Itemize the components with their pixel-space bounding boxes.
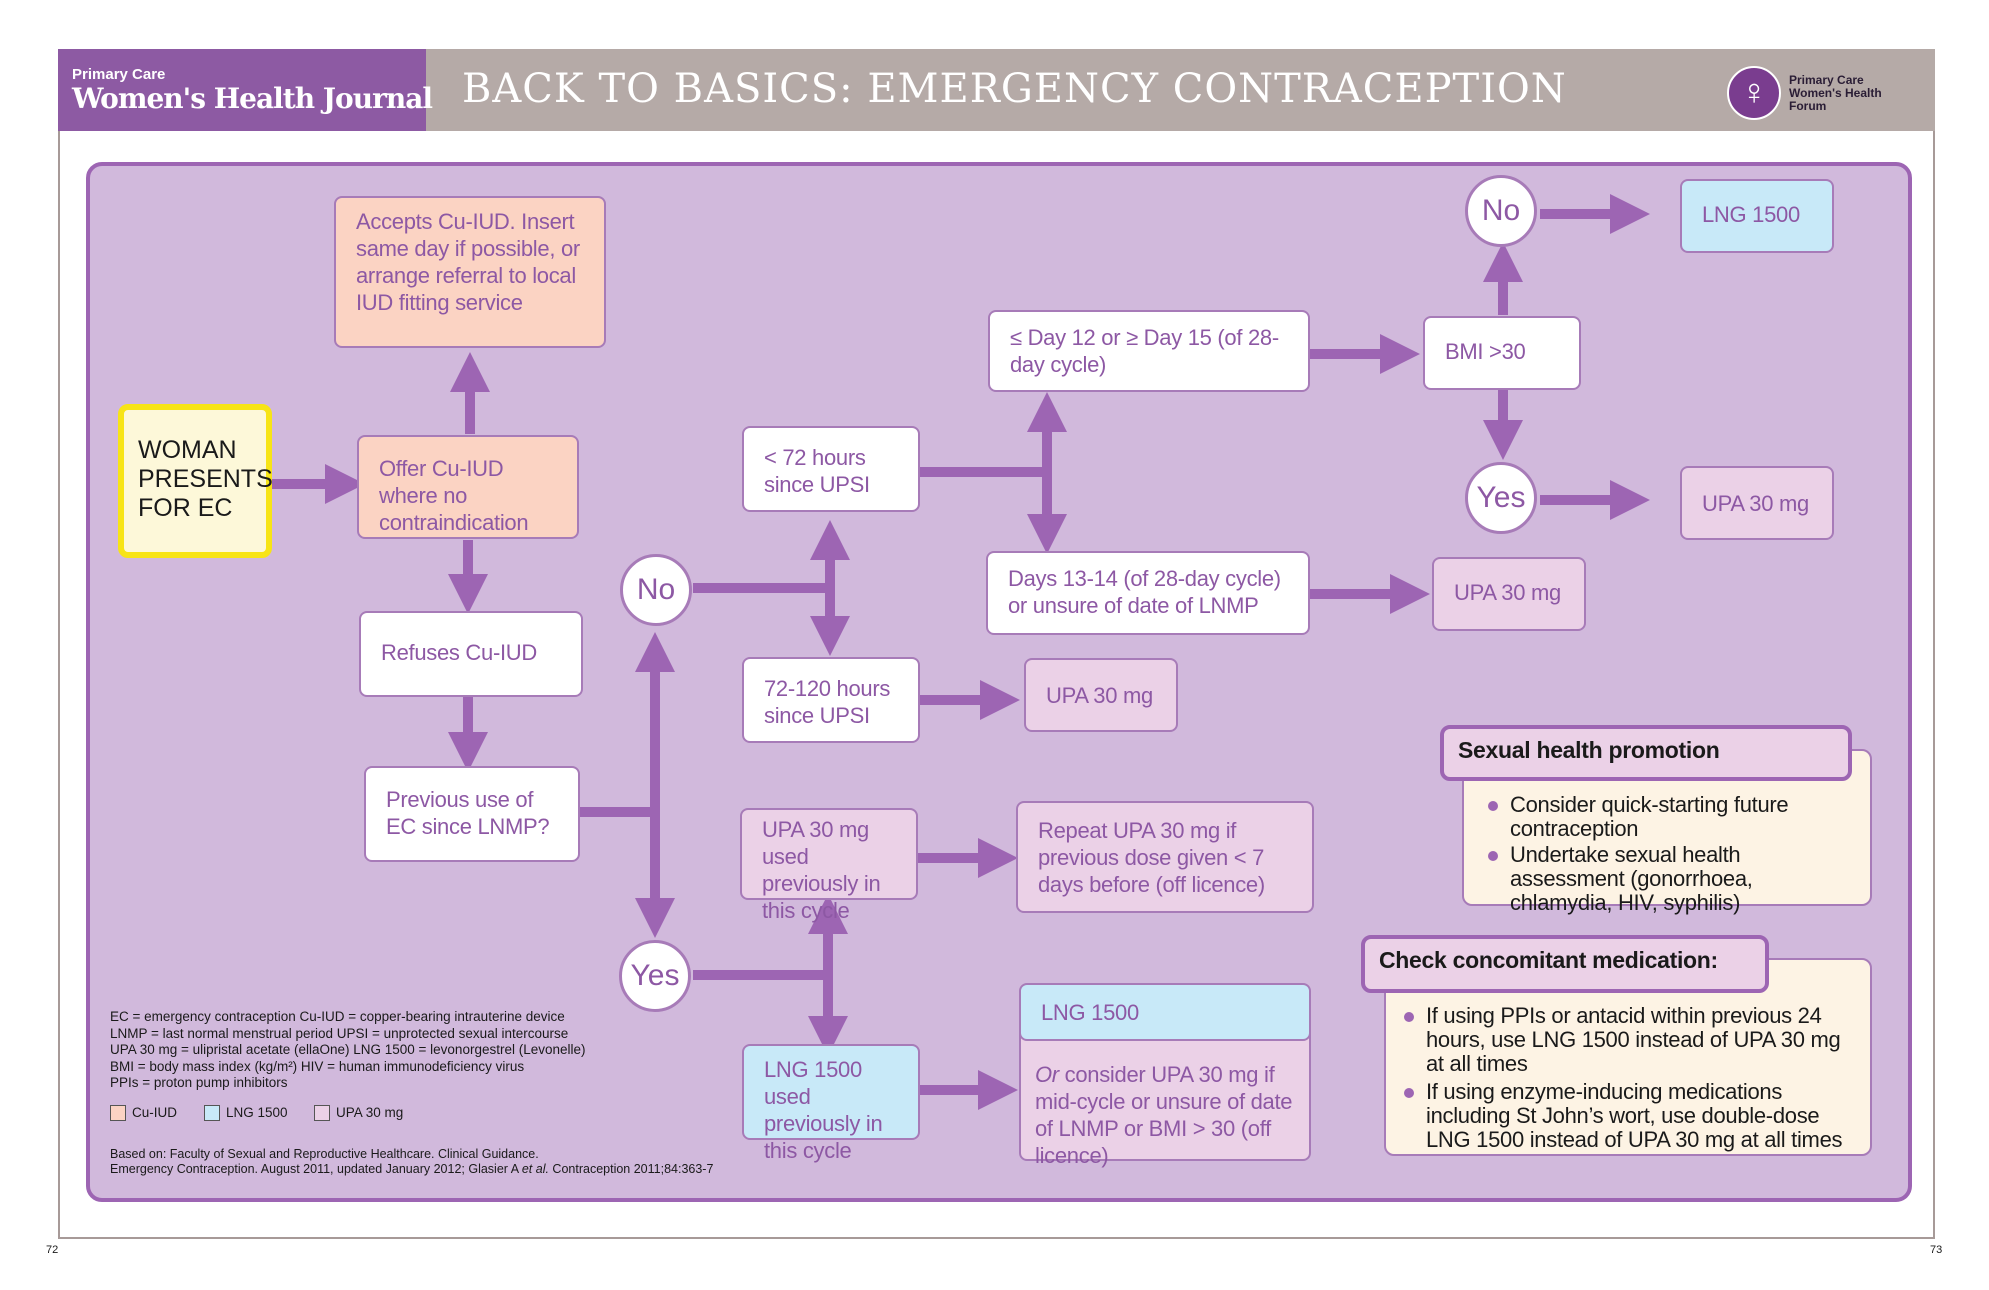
- legend-line: LNMP = last normal menstrual period UPSI…: [110, 1025, 569, 1041]
- legend-line: EC = emergency contraception Cu-IUD = co…: [110, 1009, 565, 1024]
- decision-yes: Yes: [619, 940, 691, 1012]
- days13-14-box: Days 13-14 (of 28-day cycle) or unsure o…: [986, 551, 1310, 635]
- bmi-decision-no: No: [1465, 175, 1537, 247]
- refuses-cu-iud-box: Refuses Cu-IUD: [359, 611, 583, 697]
- swatch-upa: [314, 1105, 330, 1122]
- start-woman-presents: WOMAN PRESENTS FOR EC: [118, 404, 273, 558]
- source-line-1: Based on: Faculty of Sexual and Reproduc…: [110, 1147, 539, 1161]
- key-cu-iud-label: Cu-IUD: [132, 1105, 178, 1120]
- lt72-hours-box: < 72 hours since UPSI: [742, 426, 920, 512]
- brand-small: Primary Care: [72, 66, 166, 83]
- journal-logo: Women's Health Journal: [72, 82, 433, 115]
- upa-result-days13-14: UPA 30 mg: [1432, 557, 1586, 631]
- swatch-cu-iud: [110, 1105, 126, 1122]
- key-cu-iud: Cu-IUD: [110, 1104, 177, 1122]
- page-number-left: 72: [46, 1244, 59, 1256]
- source-et-al: et al.: [521, 1162, 549, 1176]
- upa-result-bmi-yes: UPA 30 mg: [1680, 466, 1834, 540]
- key-upa-label: UPA 30 mg: [336, 1105, 404, 1120]
- female-symbol-icon: ♀: [1727, 66, 1781, 120]
- source-citation: Based on: Faculty of Sexual and Reproduc…: [110, 1147, 713, 1177]
- day12-day15-box: ≤ Day 12 or ≥ Day 15 (of 28-day cycle): [988, 310, 1310, 392]
- source-journal: Contraception 2011;84:363-7: [548, 1162, 714, 1176]
- legend-line: PPIs = proton pump inhibitors: [110, 1075, 288, 1090]
- source-line-2: Emergency Contraception. August 2011, up…: [110, 1162, 713, 1177]
- upa-result-72-120: UPA 30 mg: [1024, 658, 1178, 732]
- sexual-health-title: Sexual health promotion: [1440, 725, 1852, 781]
- lng-used-previously-box: LNG 1500 used previously in this cycle: [742, 1044, 920, 1163]
- swatch-lng: [204, 1105, 220, 1122]
- forum-logo-text: Primary Care Women's Health Forum: [1789, 73, 1882, 113]
- lng-or-upa-text: consider UPA 30 mg if mid-cycle or unsur…: [1035, 1062, 1293, 1168]
- journal-banner: [58, 49, 426, 131]
- legend-line: BMI = body mass index (kg/m²) HIV = huma…: [110, 1058, 525, 1074]
- accepts-cu-iud-box: Accepts Cu-IUD. Insert same day if possi…: [334, 196, 606, 348]
- repeat-upa-box: Repeat UPA 30 mg if previous dose given …: [1016, 801, 1314, 913]
- or-label: Or: [1035, 1062, 1059, 1087]
- promo-item: Consider quick-starting future contracep…: [1476, 793, 1860, 841]
- 72-120-hours-box: 72-120 hours since UPSI: [742, 657, 920, 743]
- legend-line: UPA 30 mg = ulipristal acetate (ellaOne)…: [110, 1042, 586, 1057]
- offer-cu-iud-box: Offer Cu-IUD where no contraindication: [357, 435, 579, 539]
- lng-result-header: LNG 1500: [1019, 983, 1311, 1041]
- previous-ec-box: Previous use of EC since LNMP?: [364, 766, 580, 862]
- medication-item: If using PPIs or antacid within previous…: [1392, 1004, 1860, 1076]
- medication-item: If using enzyme-inducing medications inc…: [1392, 1080, 1860, 1152]
- page-title: BACK TO BASICS: EMERGENCY CONTRACEPTION: [462, 66, 1567, 112]
- bmi-box: BMI >30: [1423, 316, 1581, 390]
- upa-used-previously-box: UPA 30 mg used previously in this cycle: [740, 808, 918, 923]
- decision-no: No: [620, 554, 692, 626]
- title-banner: [426, 49, 1935, 131]
- bmi-decision-yes: Yes: [1465, 462, 1537, 534]
- medication-title: Check concomitant medication:: [1361, 935, 1769, 993]
- source-text: Emergency Contraception. August 2011, up…: [110, 1162, 522, 1176]
- page-number-right: 73: [1930, 1244, 1943, 1256]
- abbreviations-legend: EC = emergency contraception Cu-IUD = co…: [110, 1009, 586, 1092]
- promo-item: Undertake sexual health assessment (gono…: [1476, 843, 1860, 915]
- lng-result-bmi-no: LNG 1500: [1680, 179, 1834, 253]
- key-upa: UPA 30 mg: [314, 1104, 403, 1122]
- key-lng-label: LNG 1500: [226, 1105, 288, 1120]
- key-lng: LNG 1500: [204, 1104, 288, 1122]
